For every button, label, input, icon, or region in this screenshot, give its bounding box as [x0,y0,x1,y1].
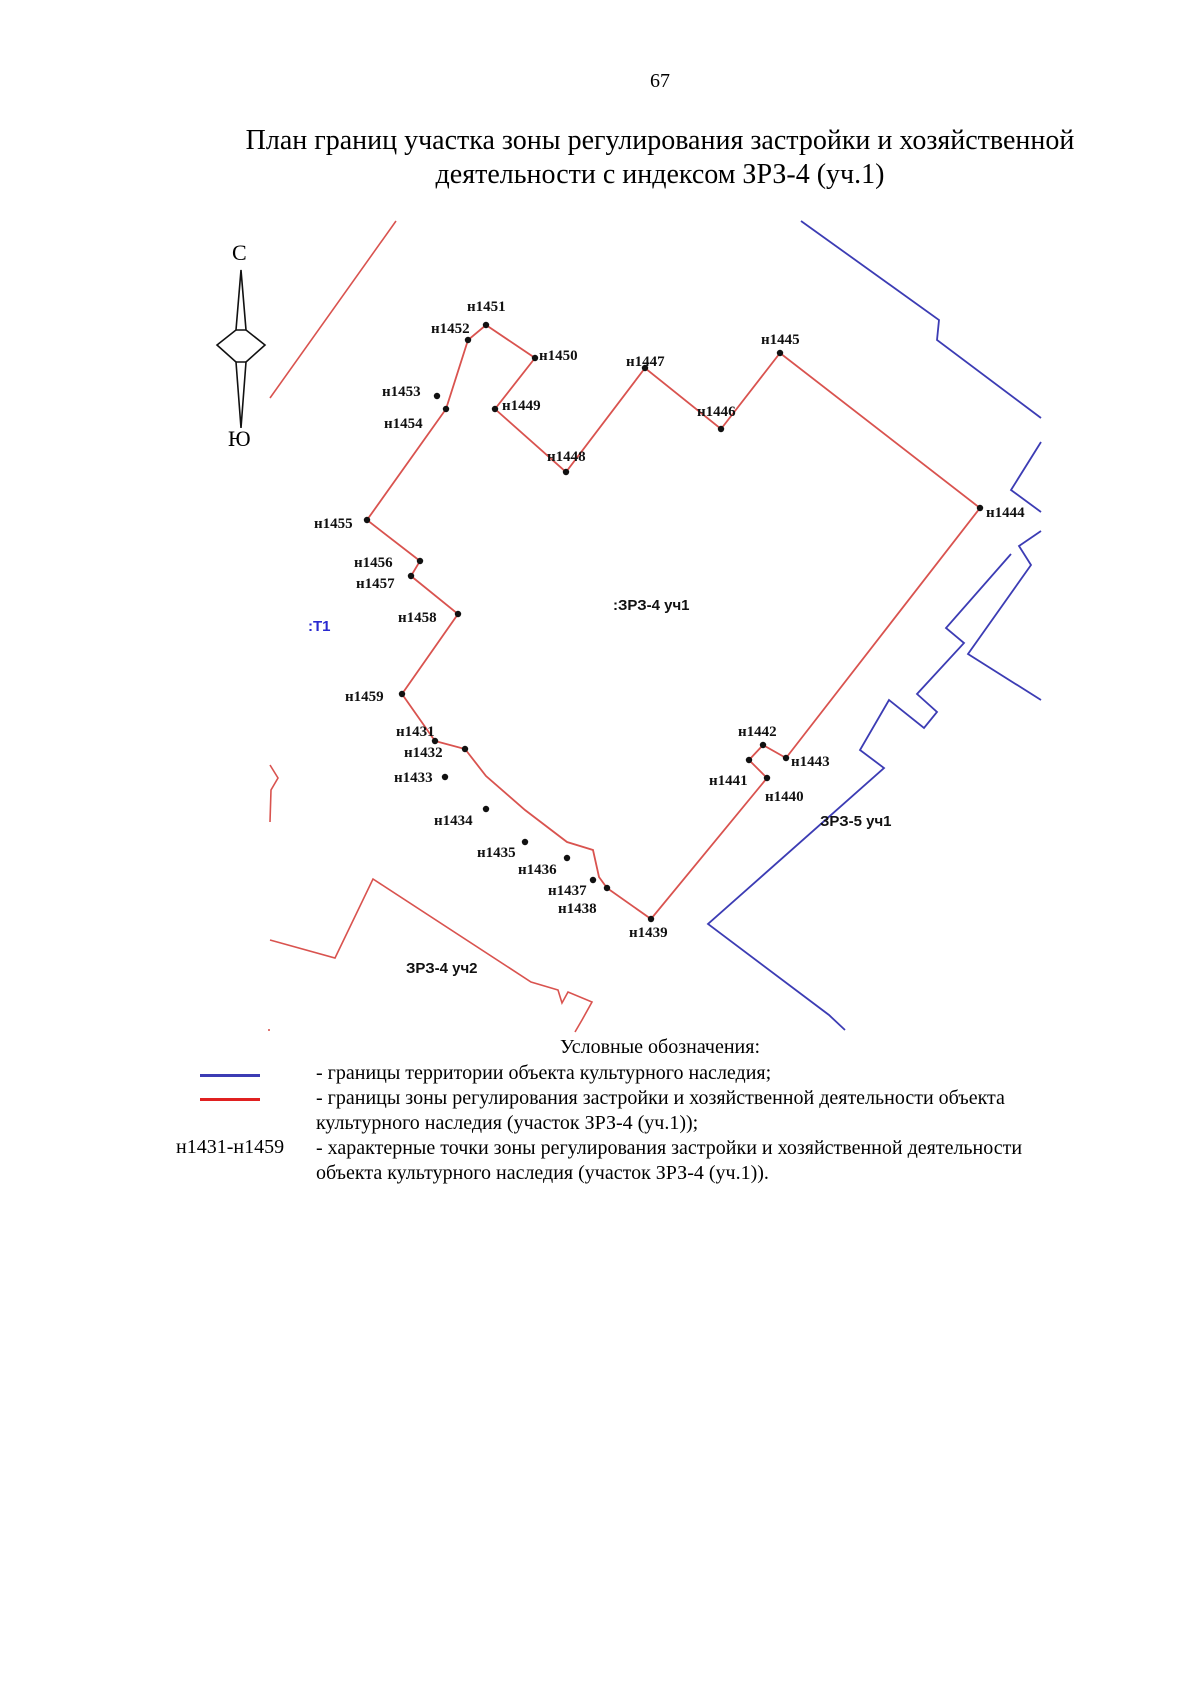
compass-north-label: С [232,240,247,265]
label-n1432: н1432 [404,745,443,761]
label-n1449: н1449 [502,398,541,414]
label-n1438: н1438 [558,901,597,917]
legend-points-key: н1431-н1459 [176,1136,285,1158]
label-n1451: н1451 [467,299,506,315]
label-n1445: н1445 [761,332,800,348]
label-n1452: н1452 [431,321,470,337]
zone-label-zrz4-uch2: ЗРЗ-4 уч2 [406,960,478,977]
label-n1455: н1455 [314,516,353,532]
label-n1444: н1444 [986,505,1025,521]
legend-blue-text: - границы территории объекта культурного… [316,1062,772,1084]
label-n1434: н1434 [434,813,473,829]
label-n1433: н1433 [394,770,433,786]
label-n1440: н1440 [765,789,804,805]
label-n1457: н1457 [356,576,395,592]
zone-label-zrz5-uch1: ЗРЗ-5 уч1 [820,813,892,830]
title-line-2: деятельности с индексом ЗРЗ-4 (уч.1) [435,159,885,190]
other-zone-boundaries [268,220,594,1033]
characteristic-points [363,321,984,923]
label-n1431: н1431 [396,724,435,740]
legend-points-text-2: объекта культурного наследия (участок ЗР… [316,1162,769,1184]
label-n1441: н1441 [709,773,748,789]
page-number: 67 [650,70,670,92]
label-n1447: н1447 [626,354,665,370]
title-line-1: План границ участка зоны регулирования з… [245,125,1075,156]
page-title: План границ участка зоны регулирования з… [200,124,1120,192]
label-n1456: н1456 [354,555,393,571]
label-n1443: н1443 [791,754,830,770]
label-n1453: н1453 [382,384,421,400]
label-n1435: н1435 [477,845,516,861]
label-n1454: н1454 [384,416,423,432]
compass-south-label: Ю [228,426,251,451]
zone-label-t1: :Т1 [308,618,331,635]
label-n1442: н1442 [738,724,777,740]
zone-label-zrz4-uch1: :ЗРЗ-4 уч1 [613,597,690,614]
heritage-boundaries [706,220,1042,1031]
label-n1439: н1439 [629,925,668,941]
legend-red-text-2: культурного наследия (участок ЗРЗ-4 (уч.… [316,1112,699,1134]
legend-title: Условные обозначения: [559,1036,761,1058]
legend-points-text-1: - характерные точки зоны регулирования з… [316,1137,1023,1159]
label-n1436: н1436 [518,862,557,878]
label-n1437: н1437 [548,883,587,899]
label-n1446: н1446 [697,404,736,420]
label-n1448: н1448 [547,449,586,465]
legend-blue-line [200,1074,260,1077]
compass-rose-icon [215,269,267,429]
label-n1450: н1450 [539,348,578,364]
legend-red-line [200,1098,260,1101]
label-n1459: н1459 [345,689,384,705]
label-n1458: н1458 [398,610,437,626]
legend-red-text-1: - границы зоны регулирования застройки и… [316,1087,1005,1109]
